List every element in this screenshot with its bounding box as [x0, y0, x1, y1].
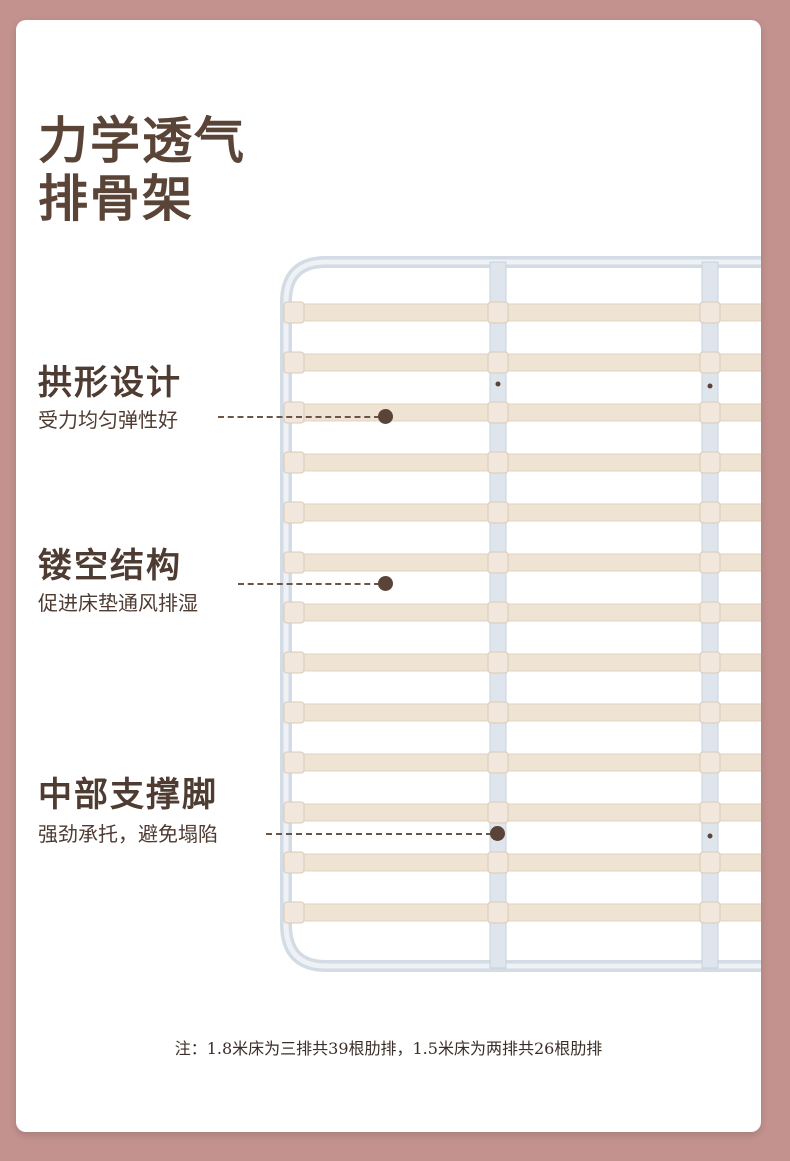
slat-holder-clip — [699, 451, 721, 474]
slat — [287, 503, 761, 522]
feature-hollow-title: 镂空结构 — [38, 546, 182, 586]
headline-line-2: 排骨架 — [38, 169, 194, 228]
slat-holder-clip — [699, 901, 721, 924]
slat — [287, 853, 761, 872]
slat-holder-clip — [699, 751, 721, 774]
slat-holder-clip — [487, 701, 509, 724]
slat-holder-clip — [699, 651, 721, 674]
feature-support-subtitle: 强劲承托，避免塌陷 — [38, 822, 218, 846]
slat-holder-clip — [487, 501, 509, 524]
slat-holder-clip — [699, 551, 721, 574]
slat-holder-clip — [699, 351, 721, 374]
slat-holder-clip — [283, 401, 305, 424]
slat — [287, 903, 761, 922]
slat-holder-clip — [699, 501, 721, 524]
slat — [287, 403, 761, 422]
slat — [287, 603, 761, 622]
feature-hollow-subtitle: 促进床垫通风排湿 — [38, 591, 198, 615]
slat-holder-clip — [487, 451, 509, 474]
product-card: 力学透气 排骨架 拱形设计 受力均匀弹性好 镂空结构 促进床垫通风排湿 中部支撑… — [16, 20, 761, 1132]
slat-holder-clip — [283, 551, 305, 574]
slat-holder-clip — [487, 301, 509, 324]
slat-holder-clip — [283, 601, 305, 624]
feature-arch-pointer-dot — [378, 409, 393, 424]
slat-holder-clip — [283, 651, 305, 674]
slat — [287, 703, 761, 722]
slats-group — [283, 301, 761, 924]
slat-frame-illustration — [280, 256, 761, 972]
slat-holder-clip — [283, 801, 305, 824]
slat-holder-clip — [699, 851, 721, 874]
feature-support-pointer-line — [266, 833, 492, 835]
slat — [287, 303, 761, 322]
feature-arch-title: 拱形设计 — [38, 363, 182, 403]
slat-holder-clip — [487, 401, 509, 424]
feature-arch-subtitle: 受力均匀弹性好 — [38, 408, 178, 432]
slat-holder-clip — [283, 351, 305, 374]
slat-holder-clip — [487, 551, 509, 574]
slat-holder-clip — [487, 651, 509, 674]
slat-holder-clip — [699, 801, 721, 824]
slat — [287, 753, 761, 772]
slat-holder-clip — [699, 701, 721, 724]
slat — [287, 803, 761, 822]
slat — [287, 353, 761, 372]
footnote: 注：1.8米床为三排共39根肋排，1.5米床为两排共26根肋排 — [174, 1039, 603, 1058]
slat-holder-clip — [487, 901, 509, 924]
slat — [287, 453, 761, 472]
slat-holder-clip — [283, 851, 305, 874]
slat — [287, 653, 761, 672]
feature-hollow-pointer-line — [238, 583, 380, 585]
slat-holder-clip — [283, 701, 305, 724]
slat-holder-clip — [283, 501, 305, 524]
feature-arch-pointer-line — [218, 416, 380, 418]
slat-holder-clip — [283, 901, 305, 924]
feature-support-pointer-dot — [490, 826, 505, 841]
slat-holder-clip — [487, 751, 509, 774]
slat-holder-clip — [283, 301, 305, 324]
headline-line-1: 力学透气 — [38, 111, 246, 170]
slat-holder-clip — [487, 601, 509, 624]
slat-holder-clip — [487, 851, 509, 874]
slat-holder-clip — [487, 801, 509, 824]
slat-holder-clip — [283, 451, 305, 474]
slat-holder-clip — [699, 601, 721, 624]
slat — [287, 553, 761, 572]
slat-holder-clip — [487, 351, 509, 374]
slat-holder-clip — [699, 401, 721, 424]
slat-holder-clip — [283, 751, 305, 774]
headline: 力学透气 排骨架 — [38, 112, 246, 228]
slat-holder-clip — [699, 301, 721, 324]
feature-hollow-pointer-dot — [378, 576, 393, 591]
feature-support-title: 中部支撑脚 — [38, 775, 218, 815]
